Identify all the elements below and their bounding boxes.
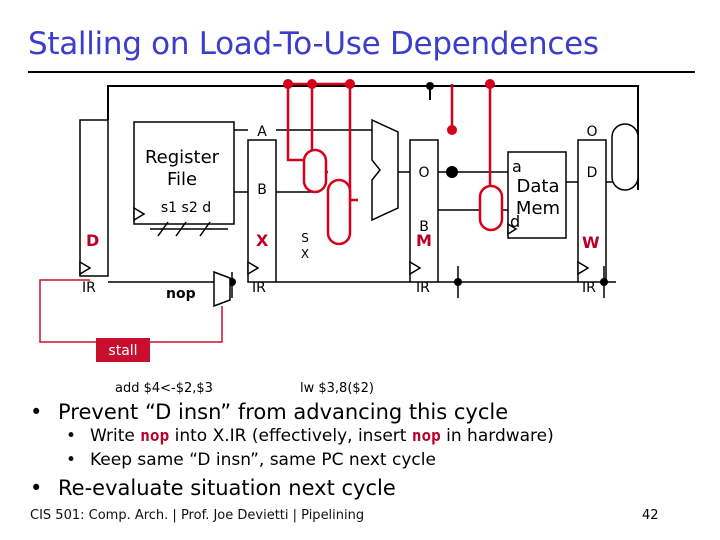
- pipeline-diagram: Register File s1 s2 d a Data Mem d: [39, 79, 639, 396]
- nop-label: nop: [166, 286, 196, 302]
- slide-title: Stalling on Load-To-Use Dependences: [28, 26, 599, 62]
- bullet-1: Prevent “D insn” from advancing this cyc…: [30, 400, 710, 424]
- label-O-m: O: [418, 165, 429, 181]
- w-latch: [577, 139, 607, 283]
- wb-mux: [611, 123, 639, 191]
- dmem-a-label: a: [512, 157, 522, 176]
- bullet-1-sub-1: Write nop into X.IR (effectively, insert…: [30, 424, 710, 448]
- label-A: A: [257, 124, 267, 140]
- regfile-port-bus: [150, 221, 228, 237]
- register-file: [133, 121, 235, 225]
- stage-label-W: W: [582, 233, 600, 252]
- label-O-w: O: [586, 124, 597, 140]
- d-latch: [79, 119, 109, 277]
- m-latch: [409, 139, 439, 283]
- stall-label: stall: [108, 343, 137, 359]
- stage-label-M: M: [416, 231, 432, 250]
- bypass-dots: [283, 79, 495, 135]
- bullet-2: Re-evaluate situation next cycle: [30, 476, 710, 500]
- stall-wires: [39, 279, 223, 343]
- pipeline-registers: [79, 119, 607, 283]
- latch-clock-icons: [79, 260, 590, 276]
- regfile-label-1: Register: [145, 147, 220, 168]
- insn-d: add $4<-$2,$3: [115, 381, 213, 396]
- wire-junctions: [228, 82, 608, 286]
- label-X-small: X: [301, 247, 309, 261]
- dmem-d-label: d: [510, 212, 520, 231]
- slide-footer: CIS 501: Comp. Arch. | Prof. Joe Deviett…: [30, 508, 365, 523]
- title-divider: [28, 71, 695, 73]
- bullet-1-sub-2: Keep same “D insn”, same PC next cycle: [30, 448, 710, 472]
- alu-icon: [371, 118, 399, 222]
- dmem-label-2: Mem: [516, 198, 560, 219]
- label-B-m: B: [419, 219, 429, 235]
- nop-mux: [213, 270, 231, 308]
- data-memory: [507, 151, 567, 239]
- page-number: 42: [642, 508, 659, 523]
- stage-label-D: D: [86, 231, 99, 250]
- regfile-label-2: File: [167, 169, 197, 190]
- insn-x: lw $3,8($2): [300, 381, 374, 396]
- ir-label-d: IR: [82, 280, 96, 296]
- label-S: S: [301, 231, 309, 245]
- x-latch: [247, 139, 277, 283]
- bypass-muxes: [302, 148, 504, 246]
- label-D-w: D: [587, 165, 598, 181]
- stage-label-X: X: [256, 231, 269, 250]
- ir-label-w: IR: [582, 280, 596, 296]
- code-nop: nop: [140, 426, 170, 445]
- dmem-clock-icon: [507, 222, 518, 236]
- regfile-clock-icon: [133, 206, 146, 222]
- code-nop: nop: [411, 426, 441, 445]
- stall-box: [96, 338, 150, 362]
- bullet-list: Prevent “D insn” from advancing this cyc…: [30, 400, 710, 500]
- regfile-ports: s1 s2 d: [161, 200, 211, 216]
- ir-label-x: IR: [252, 280, 266, 296]
- dmem-label-1: Data: [517, 176, 560, 197]
- label-B: B: [257, 182, 267, 198]
- ir-label-m: IR: [416, 280, 430, 296]
